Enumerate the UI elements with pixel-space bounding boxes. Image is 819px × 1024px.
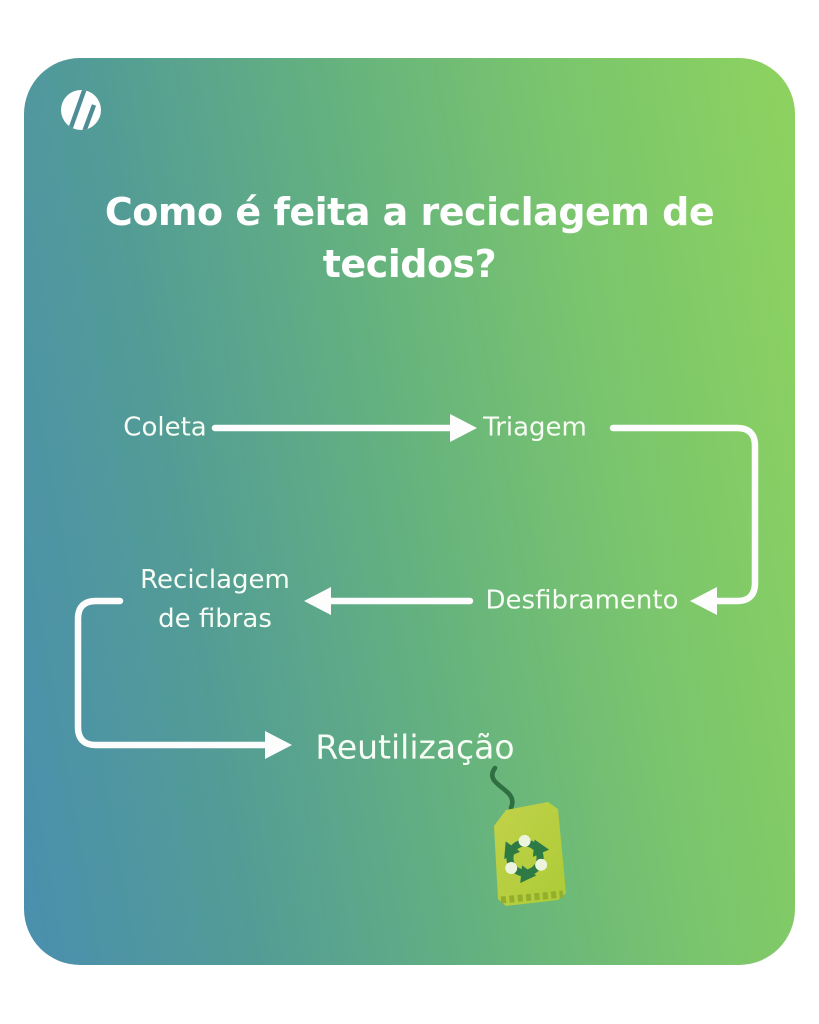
arrowhead-right-1	[450, 414, 477, 442]
page-title-line2: tecidos?	[322, 242, 497, 286]
step-label-coleta: Coleta	[123, 412, 207, 443]
gradient-card: Como é feita a reciclagem de tecidos?	[24, 58, 795, 965]
brand-logo-icon	[61, 90, 101, 130]
arrowhead-left-2	[304, 587, 331, 615]
step-label-reciclagem-de-fibras: Reciclagem de fibras	[140, 561, 290, 639]
connector-reciclagem-to-reutilizacao	[74, 597, 268, 749]
step-label-reciclagem-line1: Reciclagem	[140, 565, 290, 595]
page-title: Como é feita a reciclagem de tecidos?	[24, 186, 795, 290]
step-label-reciclagem-line2: de fibras	[158, 604, 272, 634]
step-label-desfibramento: Desfibramento	[485, 585, 679, 616]
arrowhead-left-1	[690, 587, 717, 615]
step-label-triagem: Triagem	[483, 412, 587, 443]
arrowhead-right-2	[265, 731, 292, 759]
tag-body	[494, 802, 566, 906]
recycle-symbol-icon	[504, 834, 550, 884]
tag-string	[490, 765, 516, 823]
tag-crimp-edge	[500, 890, 564, 904]
recycle-tag-icon	[490, 765, 566, 906]
flow-diagram	[74, 414, 759, 759]
step-label-reutilizacao: Reutilização	[315, 727, 515, 767]
page-title-line1: Como é feita a reciclagem de	[104, 190, 715, 234]
connector-triagem-to-desfibramento	[609, 424, 759, 605]
